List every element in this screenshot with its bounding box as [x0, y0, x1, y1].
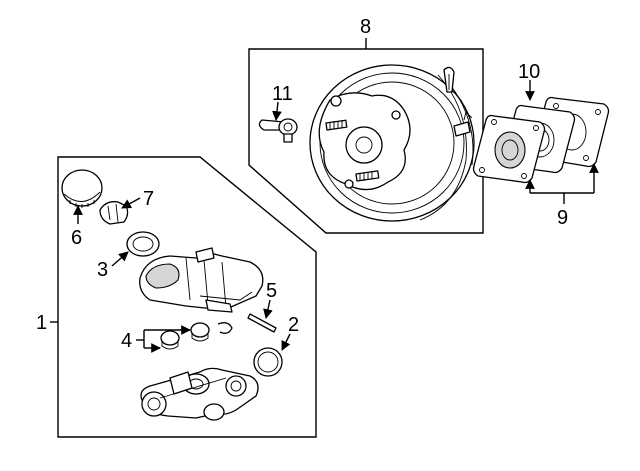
- reservoir-pin: [247, 313, 277, 333]
- callout-11: 11: [272, 83, 293, 105]
- booster-gasket-front: [472, 114, 546, 184]
- callout-8: 8: [360, 16, 371, 38]
- callout-6: 6: [71, 227, 82, 249]
- callout-2: 2: [288, 314, 299, 336]
- brake-booster-group-box: [248, 48, 484, 234]
- callout-9: 9: [557, 207, 568, 229]
- reservoir-grommet-upper: [190, 322, 210, 342]
- cotter-pin: [443, 66, 455, 93]
- reservoir-grommet-lower: [160, 330, 180, 350]
- master-cylinder-body: [140, 367, 259, 421]
- booster-stud-lower: [355, 170, 380, 182]
- callout-10: 10: [518, 61, 540, 83]
- leader-lines: [50, 38, 599, 353]
- brake-booster: [309, 64, 475, 222]
- callout-7: 7: [143, 188, 154, 210]
- retaining-clip: [217, 322, 233, 334]
- callout-3: 3: [97, 259, 108, 281]
- booster-stud-upper: [325, 119, 348, 131]
- fluid-reservoir: [139, 247, 264, 313]
- callout-4: 4: [121, 330, 132, 352]
- master-cylinder-group-box: [57, 156, 317, 438]
- level-sensor: [99, 201, 129, 225]
- reservoir-seal: [126, 231, 160, 257]
- callout-labels: 1 2 3 4 5 6 7 8 9 10 11: [36, 16, 568, 352]
- master-cylinder-seal: [253, 347, 283, 377]
- reservoir-cap: [61, 169, 103, 208]
- check-valve: [258, 118, 298, 143]
- callout-5: 5: [266, 280, 277, 302]
- callout-1: 1: [36, 312, 47, 334]
